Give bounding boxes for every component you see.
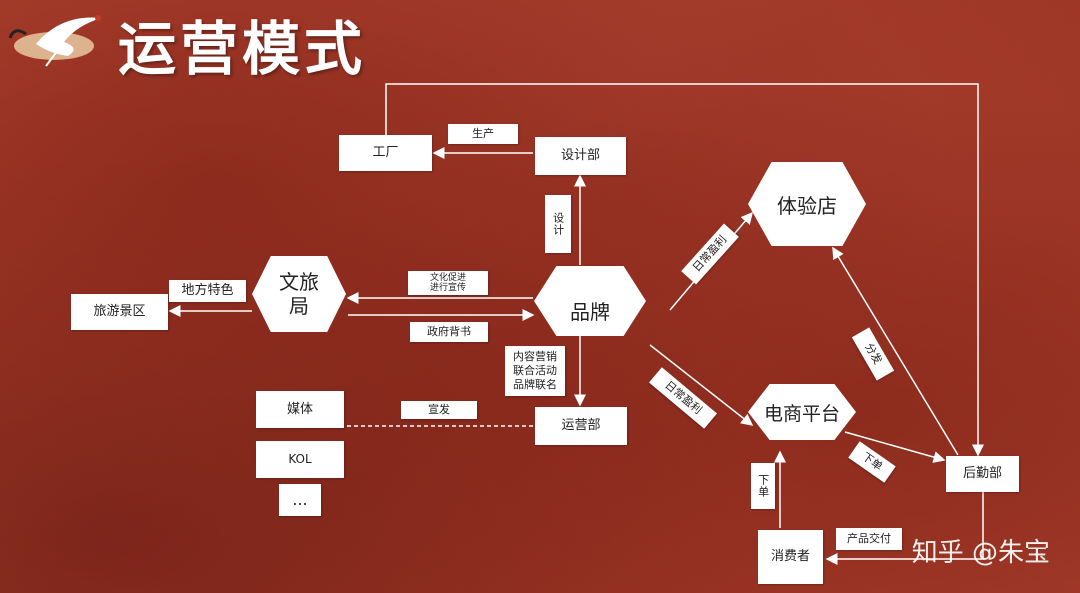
- consumer-node: 消费者: [758, 530, 823, 584]
- produce-label: 生产: [448, 124, 518, 144]
- ecommerce-node: 电商平台: [748, 384, 856, 440]
- publicize-label: 宣发: [401, 401, 477, 419]
- marketing-label: 内容营销 联合活动 品牌联名: [505, 346, 565, 396]
- page-title: 运营模式: [118, 15, 367, 83]
- ecommerce-label: 电商平台: [763, 402, 840, 425]
- culture-bureau-label: 文旅 局: [279, 270, 319, 318]
- promote-text: 文化促进 进行宣传: [429, 272, 466, 293]
- media-node: 媒体: [256, 391, 344, 428]
- more-node: ...: [279, 484, 321, 516]
- brand-node: 品牌: [534, 266, 646, 336]
- design-label: 设计: [545, 195, 571, 253]
- logistics-node: 后勤部: [946, 456, 1019, 492]
- promote-label: 文化促进 进行宣传: [408, 271, 488, 295]
- gov-endorse-label: 政府背书: [410, 322, 488, 342]
- kol-node: KOL: [256, 441, 344, 478]
- watermark: 知乎 @朱宝: [911, 538, 1050, 568]
- order-consumer-label: 下单: [751, 463, 775, 509]
- operations-node: 运营部: [535, 407, 627, 445]
- scenic-area-node: 旅游景区: [71, 294, 168, 330]
- crane-logo: [6, 4, 114, 76]
- product-delivery-label: 产品交付: [836, 528, 902, 550]
- local-features-label: 地方特色: [169, 280, 246, 302]
- factory-node: 工厂: [339, 135, 432, 171]
- design-dept-node: 设计部: [535, 137, 626, 175]
- experience-store-node: 体验店: [748, 162, 866, 246]
- culture-bureau-node: 文旅 局: [252, 256, 346, 332]
- experience-store-label: 体验店: [777, 193, 837, 218]
- brand-label: 品牌: [570, 299, 610, 324]
- marketing-text: 内容营销 联合活动 品牌联名: [513, 349, 557, 392]
